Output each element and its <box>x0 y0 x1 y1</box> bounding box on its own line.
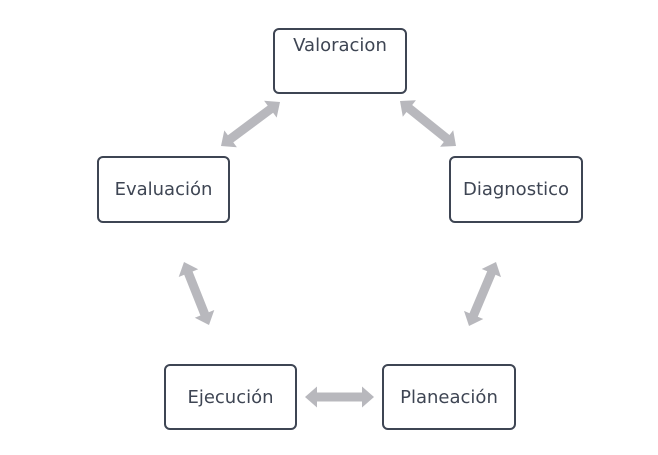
node-label: Planeación <box>400 386 498 408</box>
node-ejecucion: Ejecución <box>164 364 297 430</box>
arrow-valoracion-evaluacion <box>221 100 280 148</box>
node-valoracion: Valoracion <box>273 28 407 94</box>
node-label: Ejecución <box>187 386 274 408</box>
arrow-ejecucion-planeacion <box>305 386 374 408</box>
node-label: Evaluación <box>114 179 213 200</box>
node-evaluacion: Evaluación <box>97 156 230 223</box>
node-diagnostico: Diagnostico <box>449 156 583 223</box>
arrow-diagnostico-planeacion <box>464 262 501 326</box>
arrow-ejecucion-evaluacion <box>178 262 215 325</box>
arrow-valoracion-diagnostico <box>400 100 456 147</box>
node-planeacion: Planeación <box>382 364 516 430</box>
node-label: Diagnostico <box>462 179 570 200</box>
node-label: Valoracion <box>293 35 387 56</box>
